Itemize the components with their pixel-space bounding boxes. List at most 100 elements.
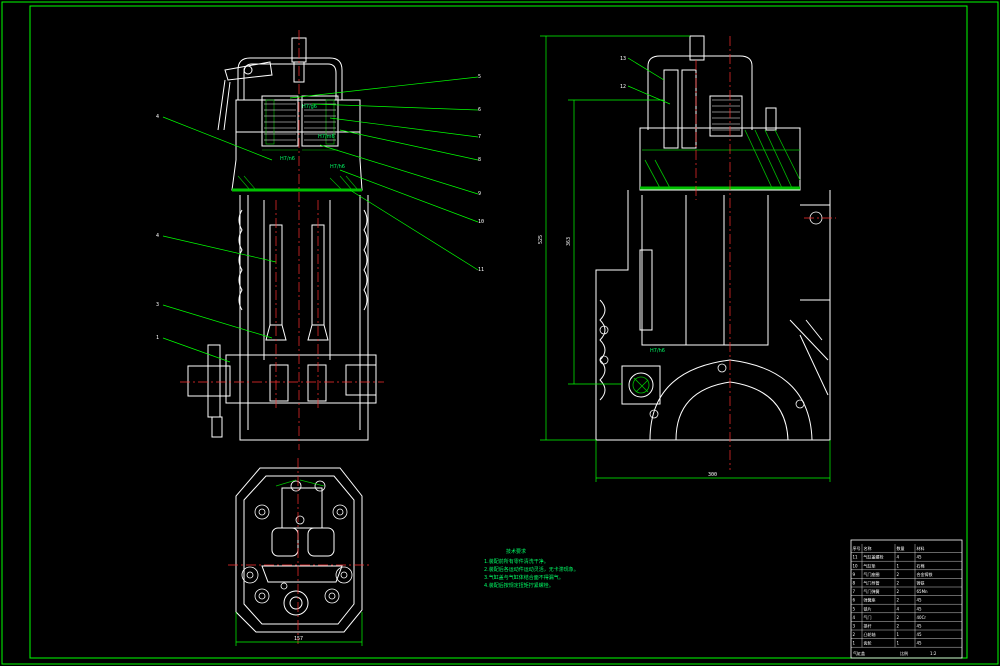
title-block-header-cell: 数量 [897,545,905,551]
side-dimensions [540,35,831,482]
title-block-header-cell: 序号 [853,545,861,551]
balloon-4b: 4 [156,233,159,239]
title-block-cell: 40Cr [917,615,927,620]
title-block-cell: 铸铁 [917,580,925,586]
title-block-cell: 9 [853,572,856,577]
title-block-cell: 6 [853,598,856,603]
title-block-cell: 1 [897,632,900,637]
balloon-11: 11 [478,267,484,273]
fit-note-5: H7/h6 [650,348,665,354]
title-block-cell: 5 [853,606,856,611]
balloon-5: 5 [478,74,481,80]
side-bolts [599,211,823,419]
title-block-cell: 2 [897,589,900,594]
balloon-12: 12 [620,84,626,90]
plan-dimension [235,612,363,646]
tech-req-line-3: 3.气缸盖与气缸体结合面不得漏气。 [484,574,564,581]
right-balloons: 5 6 7 8 9 10 11 [478,74,484,273]
side-centerlines [695,36,836,470]
title-block-cell: 凸轮轴 [864,631,876,637]
title-block-cell: 7 [853,589,856,594]
title-block-cell: 45 [917,606,923,611]
title-block-cell: 1 [897,563,900,568]
plan-view [235,467,363,633]
plan-green [275,479,325,487]
title-block-cell: 45 [917,632,923,637]
title-block-cell: 10 [853,563,859,568]
side-height-inner-dim: 363 [566,237,572,246]
balloon-3: 3 [156,302,159,308]
balloon-6: 6 [478,107,481,113]
fit-note-3: H7/h6 [330,164,345,170]
title-block-cell: 锁片 [864,605,872,611]
title-block-cell: 2 [897,615,900,620]
plan-width-dim: 157 [294,636,303,642]
title-block-cell: 弹簧座 [864,597,876,603]
side-spring [712,99,740,131]
front-head-hatch [237,99,359,191]
title-block-cell: 45 [917,624,923,629]
fit-note-2: H7/m6 [318,134,335,140]
right-leaders [289,76,479,271]
balloon-9: 9 [478,191,481,197]
front-section-view [187,37,377,441]
fit-note-4: H7/n6 [280,156,295,162]
title-block-cell: 8 [853,581,856,586]
title-block-cell: 气门 [864,614,872,620]
side-leaders [627,57,671,105]
title-block-footer-cell: 1:2 [930,651,937,656]
title-block-cell: 2 [897,572,900,577]
title-block-cell: 气门导管 [864,580,880,586]
title-block-cell: 4 [853,615,856,620]
tech-req-line-1: 1.装配前所有零件清洗干净。 [484,558,549,565]
side-head-hatch [632,129,801,394]
side-section-view [595,35,831,441]
fit-notes: H7/g6 H7/m6 H7/h6 H7/n6 H7/h6 [280,104,665,354]
title-block-cell: 合金铸铁 [917,571,933,577]
title-block-cell: 65Mn [917,589,929,594]
title-block-cell: 气缸盖螺栓 [864,554,884,560]
title-block-cell: 石棉 [917,562,925,568]
title-block-footer-cell: 比例 [900,650,908,656]
title-block-footer-cell: 气缸盖 [853,650,865,656]
plan-centerlines [228,458,370,644]
balloon-13: 13 [620,56,626,62]
inner-frame [29,5,968,659]
title-block-header-cell: 名称 [864,545,872,551]
left-balloons: 4 4 3 1 [156,114,159,341]
title-block-cell: 11 [853,555,859,560]
title-block-cell: 气缸垫 [864,562,876,568]
title-block-cell: 1 [853,641,856,646]
tech-req-line-4: 4.装配后按规定扭矩拧紧螺栓。 [484,582,554,589]
tech-req-title: 技术要求 [506,548,526,555]
technical-requirements: 技术要求 1.装配前所有零件清洗干净。 2.装配后各运动件运动灵活，无卡滞现象。… [484,548,579,589]
title-block-cell: 气门弹簧 [864,588,880,594]
side-width-dim: 300 [708,472,717,478]
title-block-cell: 45 [917,555,923,560]
balloon-1: 1 [156,335,159,341]
title-block-cell: 4 [897,606,900,611]
tech-req-line-2: 2.装配后各运动件运动灵活，无卡滞现象。 [484,566,579,573]
balloon-8: 8 [478,157,481,163]
title-block-cell: 2 [897,598,900,603]
title-block-cell: 2 [853,632,856,637]
title-block-cell: 45 [917,641,923,646]
plan-bolts [241,480,353,604]
title-block-cell: 2 [897,581,900,586]
title-block-cell: 挺杆 [864,623,872,629]
title-block-cell: 齿轮 [864,640,872,646]
left-leaders [162,116,277,363]
title-block-cell: 3 [853,624,856,629]
side-height-outer-dim: 525 [538,235,544,244]
title-block-cell: 45 [917,598,923,603]
fit-note-1: H7/g6 [302,104,317,110]
title-block-cell: 气门座圈 [864,571,880,577]
title-block-cell: 1 [897,641,900,646]
title-block-header-cell: 材料 [917,545,925,551]
front-centerlines [180,30,384,450]
balloon-10: 10 [478,219,484,225]
title-block-cell: 2 [897,624,900,629]
